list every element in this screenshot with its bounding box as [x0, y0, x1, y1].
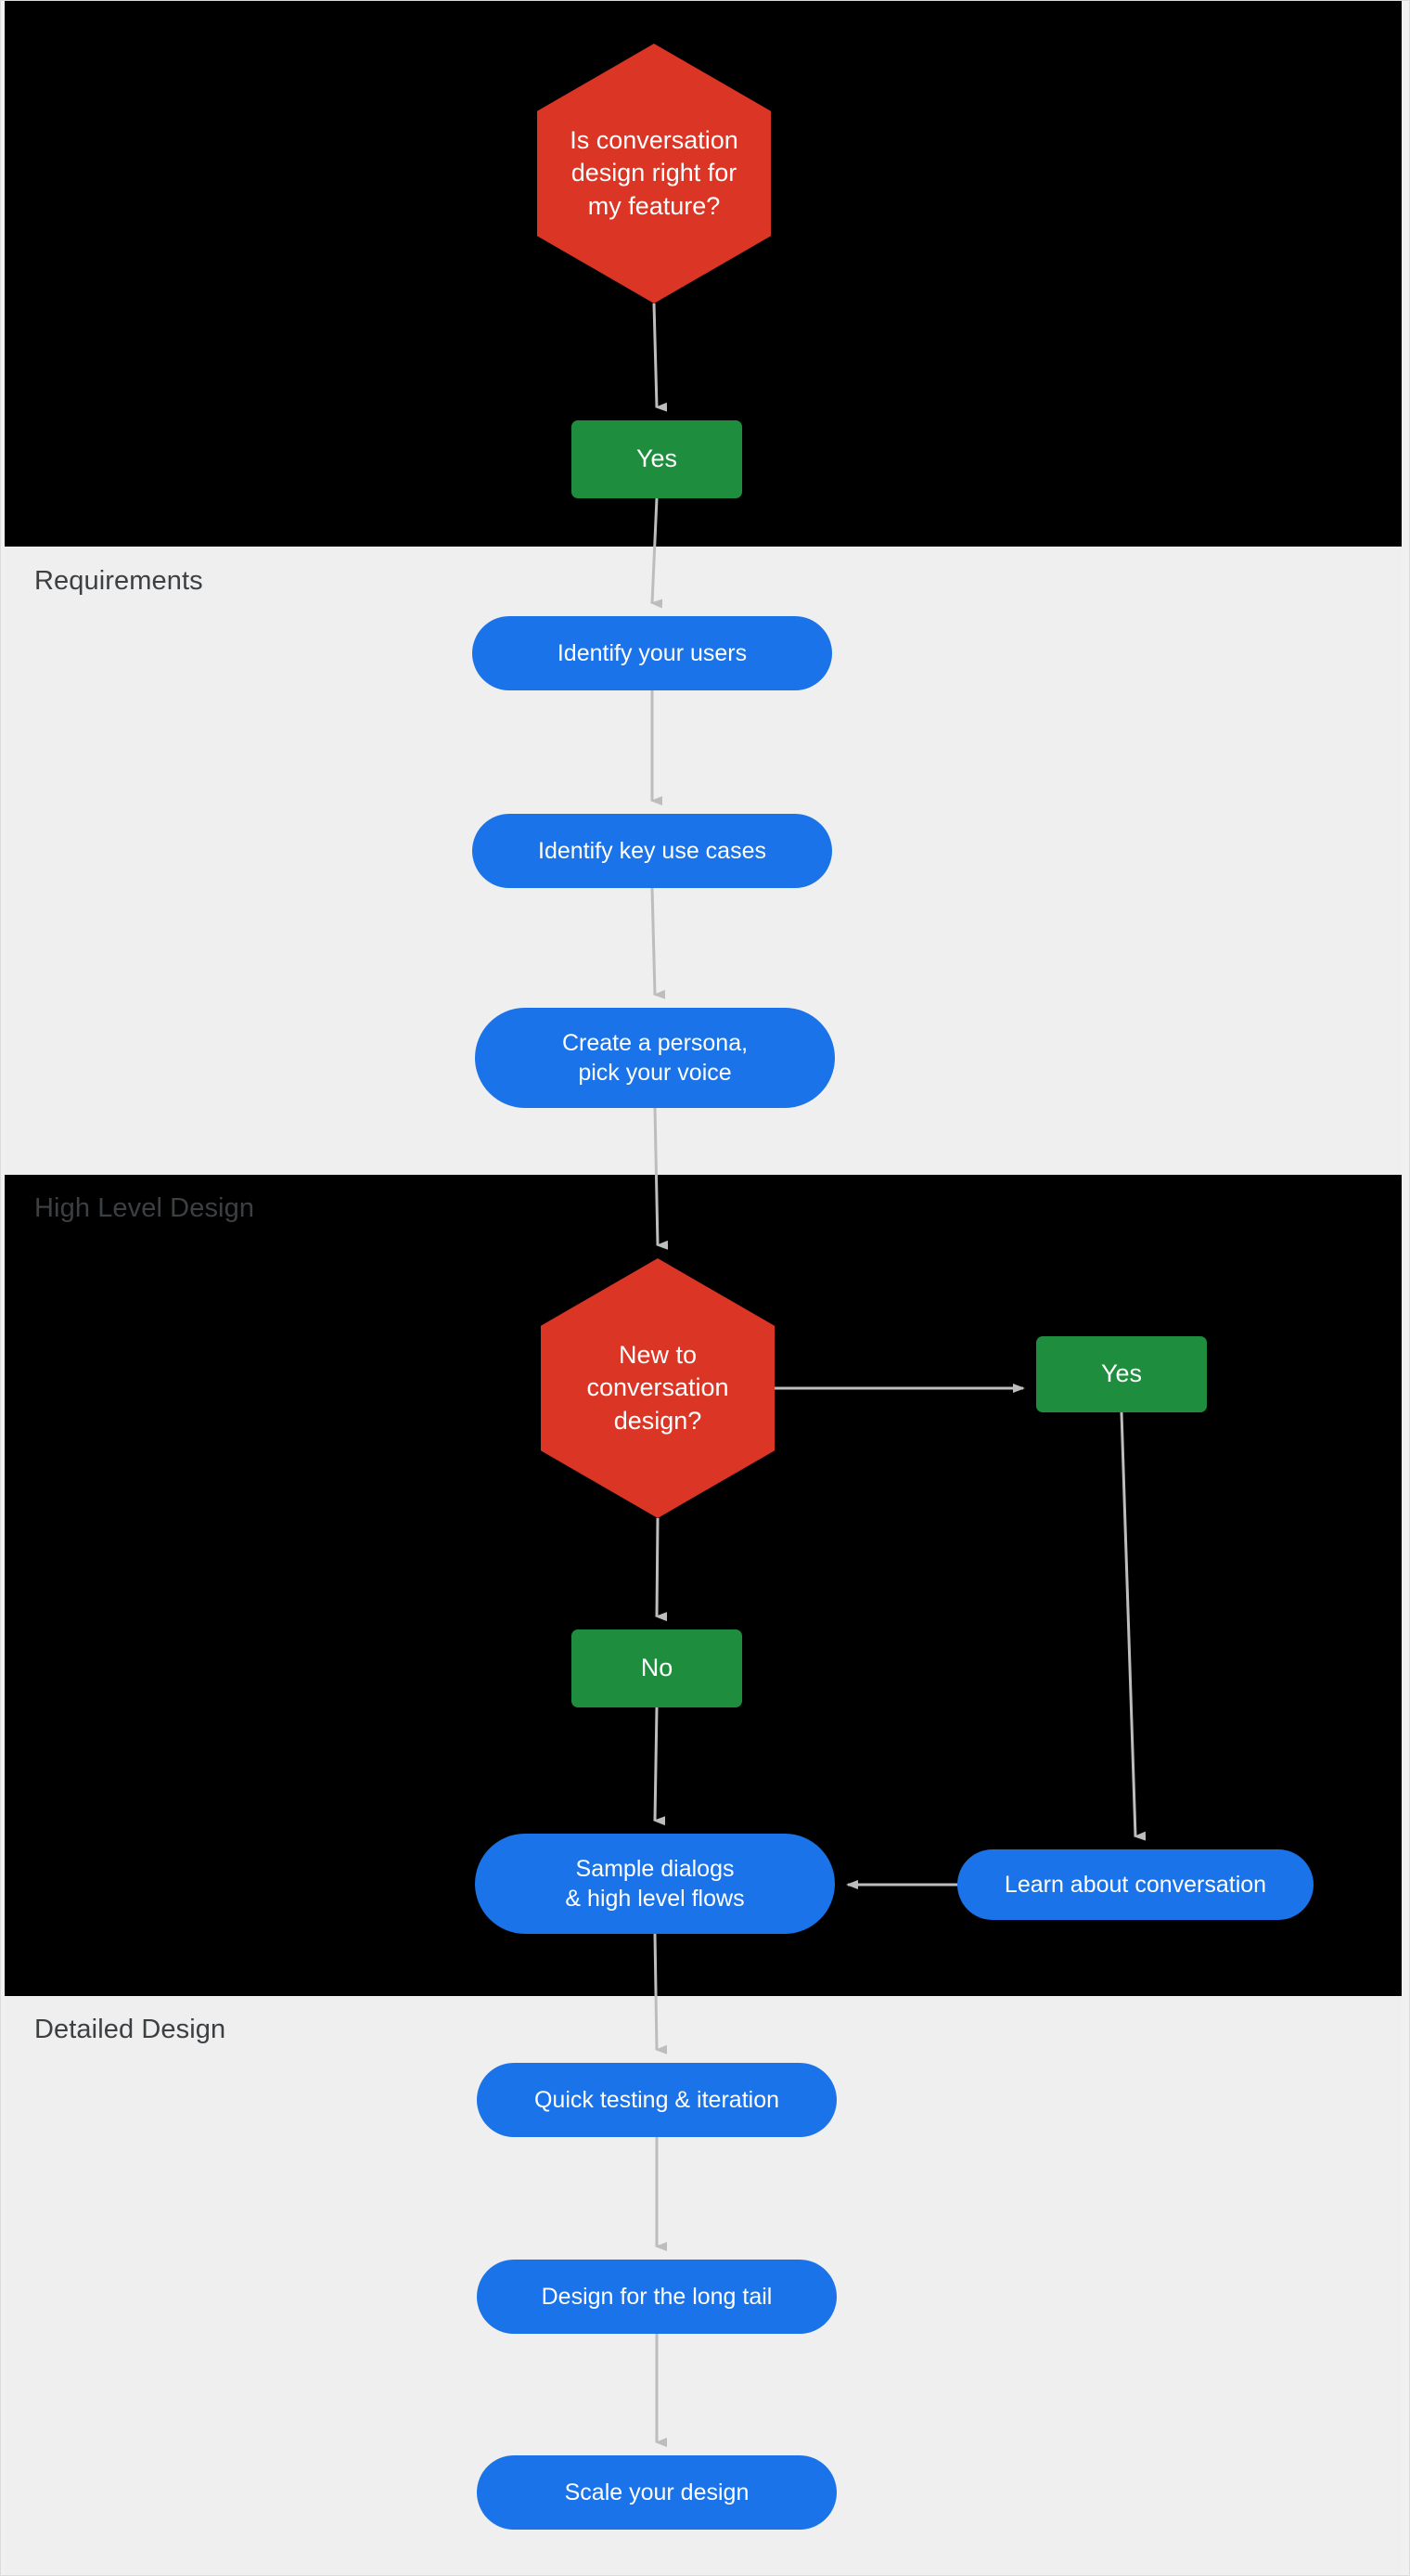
- flow-node-label-yes-2: Yes: [1100, 1359, 1143, 1388]
- flow-node-yes-2[interactable]: Yes: [1036, 1336, 1207, 1412]
- flow-node-label-scale-design: Scale your design: [564, 2479, 750, 2505]
- flow-node-sample-dialogs[interactable]: Sample dialogs& high level flows: [475, 1834, 835, 1934]
- flow-node-create-persona[interactable]: Create a persona,pick your voice: [475, 1008, 835, 1108]
- section-label-detailed: Detailed Design: [34, 2015, 226, 2044]
- connector-yes-2-to-learn-about-cd: [1120, 1411, 1147, 1841]
- flow-node-yes-1[interactable]: Yes: [571, 420, 742, 498]
- flow-node-learn-about-cd[interactable]: Learn about conversation: [957, 1849, 1314, 1920]
- flow-node-label-yes-1: Yes: [635, 444, 678, 473]
- flow-node-no-1[interactable]: No: [571, 1629, 742, 1707]
- section-label-requirements: Requirements: [34, 566, 203, 596]
- section-label-high-level: High Level Design: [34, 1193, 255, 1223]
- flow-node-label-sample-dialogs: Sample dialogs& high level flows: [565, 1855, 745, 1913]
- flow-node-label-identify-use-cases: Identify key use cases: [538, 837, 766, 864]
- connector-yes-1-to-identify-users: [650, 497, 663, 609]
- connector-identify-use-cases-to-create-persona: [650, 887, 666, 999]
- flow-node-label-no-1: No: [640, 1654, 673, 1682]
- flow-node-identify-users[interactable]: Identify your users: [472, 616, 832, 690]
- flow-node-label-identify-users: Identify your users: [557, 639, 748, 666]
- flow-node-long-tail[interactable]: Design for the long tail: [477, 2260, 837, 2334]
- connector-q-new-to-cd-to-no-1: [655, 1517, 668, 1622]
- connector-no-1-to-sample-dialogs: [653, 1707, 666, 1826]
- flow-node-label-quick-testing: Quick testing & iteration: [533, 2086, 779, 2113]
- connector-create-persona-to-q-new-to-cd: [653, 1107, 669, 1250]
- flow-node-quick-testing[interactable]: Quick testing & iteration: [477, 2063, 837, 2137]
- flow-node-label-create-persona: Create a persona,pick your voice: [561, 1029, 749, 1087]
- connector-q-right-for-feature-to-yes-1: [652, 303, 668, 412]
- connector-sample-dialogs-to-quick-testing: [653, 1933, 668, 2054]
- flow-node-identify-use-cases[interactable]: Identify key use cases: [472, 814, 832, 888]
- flow-node-label-long-tail: Design for the long tail: [541, 2283, 773, 2310]
- flow-node-label-learn-about-cd: Learn about conversation: [1004, 1871, 1267, 1898]
- flow-node-scale-design[interactable]: Scale your design: [477, 2455, 837, 2530]
